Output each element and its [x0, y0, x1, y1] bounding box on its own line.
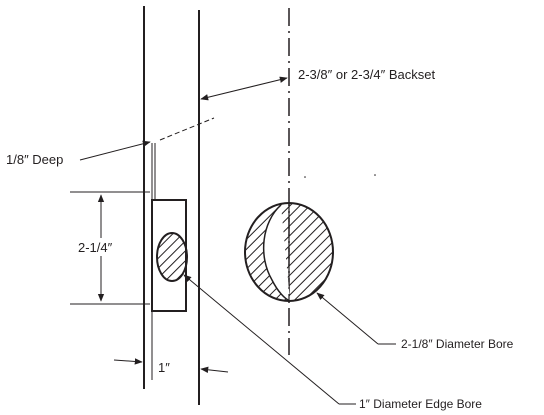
scan-dot [304, 176, 306, 178]
width-label: 1″ [158, 360, 170, 375]
backset-label: 2-3/8″ or 2-3/4″ Backset [298, 67, 435, 82]
edge-bore-circle [156, 232, 188, 282]
backset-dimension-line [200, 76, 288, 101]
bore-large-label: 2-1/8″ Diameter Bore [401, 337, 514, 351]
large-bore-hatch [245, 203, 333, 301]
bore-edge-leader [183, 274, 340, 405]
deep-extension-dashed [159, 117, 215, 141]
width-arrow-left [113, 358, 143, 365]
deep-leader-line [79, 140, 151, 161]
bore-edge-label: 1″ Diameter Edge Bore [359, 397, 482, 411]
scan-dot [374, 174, 376, 176]
deep-label: 1/8″ Deep [6, 152, 63, 167]
width-arrow-right [200, 366, 229, 373]
large-bore-inner-crescent [262, 204, 291, 302]
bore-large-leader [316, 292, 379, 345]
height-label-background [78, 238, 128, 256]
height-label: 2-1/4″ [78, 240, 113, 255]
